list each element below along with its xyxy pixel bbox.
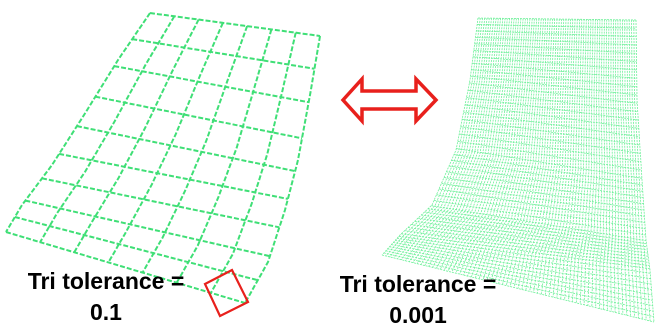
dense-mesh-line-horizontal <box>456 148 642 179</box>
coarse-tolerance-label: Tri tolerance = <box>27 268 185 294</box>
dense-mesh-line-horizontal <box>460 126 641 154</box>
dense-mesh-line-horizontal <box>448 165 644 198</box>
dense-mesh-line-horizontal <box>443 177 645 211</box>
dense-mesh-line-horizontal <box>383 252 654 317</box>
mesh-line-horizontal <box>41 177 280 229</box>
dense-mesh-line-horizontal <box>463 111 640 138</box>
dense-mesh-line-vertical <box>408 18 495 262</box>
dense-mesh-line-vertical <box>498 18 547 284</box>
dense-mesh-line-horizontal <box>457 140 642 171</box>
dense-mesh-line-horizontal <box>438 188 645 223</box>
dense-mesh-line-horizontal <box>417 217 648 254</box>
dense-mesh-line-horizontal <box>477 24 637 29</box>
dense-mesh-line-horizontal <box>393 242 652 290</box>
dense-mesh-line-horizontal <box>411 224 649 260</box>
coarse-mesh-surface <box>5 12 321 304</box>
dense-mesh-line-horizontal <box>446 171 644 205</box>
dense-mesh-line-horizontal <box>424 211 647 248</box>
dense-mesh-line-horizontal <box>395 240 652 285</box>
dense-mesh-line-horizontal <box>467 89 638 113</box>
dense-mesh-line-vertical <box>626 19 639 319</box>
dense-mesh-line-horizontal <box>451 159 643 192</box>
dense-mesh-line-horizontal <box>464 104 639 129</box>
dense-mesh-line-vertical <box>467 18 529 277</box>
dense-mesh-line-vertical <box>587 19 598 306</box>
dense-mesh-line-horizontal <box>469 82 638 104</box>
mesh-line-horizontal <box>132 38 315 70</box>
highlighted-triangle-cell <box>203 268 250 318</box>
dense-mesh-line-vertical <box>619 19 628 316</box>
mesh-line-vertical <box>107 22 224 263</box>
dense-mesh-line-horizontal <box>466 97 639 121</box>
fine-mesh-surface <box>381 17 655 323</box>
mesh-line-horizontal <box>149 12 321 37</box>
mesh-line-vertical <box>5 12 151 233</box>
dense-mesh-line-horizontal <box>459 133 641 163</box>
dense-mesh-line-horizontal <box>421 214 648 251</box>
mesh-line-vertical <box>175 29 273 284</box>
dense-mesh-line-horizontal <box>414 220 649 257</box>
mesh-line-vertical <box>244 35 321 304</box>
dense-mesh-line-horizontal <box>381 254 655 323</box>
dense-mesh-line-horizontal <box>396 237 651 280</box>
dense-mesh-line-horizontal <box>472 62 637 79</box>
mesh-line-horizontal <box>114 65 309 104</box>
dense-mesh-line-horizontal <box>441 182 645 217</box>
dense-mesh-line-horizontal <box>476 30 637 38</box>
dense-mesh-line-vertical <box>517 18 558 289</box>
dense-mesh-line-horizontal <box>431 205 647 241</box>
dense-mesh-line-horizontal <box>427 208 647 245</box>
dense-mesh-line-vertical <box>393 18 486 259</box>
dense-mesh-line-vertical <box>404 18 492 261</box>
dense-mesh-line-horizontal <box>472 56 637 71</box>
dense-mesh-line-horizontal <box>473 49 637 63</box>
mesh-line-horizontal <box>95 95 303 140</box>
mesh-line-vertical <box>39 15 176 243</box>
dense-mesh-line-vertical <box>606 19 611 311</box>
dense-mesh-line-horizontal <box>477 17 637 21</box>
dense-mesh-line-vertical <box>412 18 497 263</box>
mesh-line-horizontal <box>5 231 246 304</box>
mesh-line-vertical <box>73 19 200 253</box>
dense-mesh-line-horizontal <box>387 248 653 307</box>
mesh-line-vertical <box>141 25 249 274</box>
dense-mesh-line-vertical <box>381 17 479 256</box>
dense-mesh-line-horizontal <box>470 75 637 96</box>
dense-mesh-line-horizontal <box>436 194 646 230</box>
dense-mesh-line-horizontal <box>398 235 651 274</box>
dense-mesh-line-vertical <box>463 18 526 276</box>
mesh-line-horizontal <box>76 125 296 173</box>
fine-tolerance-label: Tri tolerance = <box>339 271 497 297</box>
dense-mesh-line-vertical <box>385 17 481 257</box>
fine-tolerance-value: 0.001 <box>389 302 447 328</box>
mesh-line-horizontal <box>58 152 289 200</box>
mesh-line-vertical <box>210 32 297 294</box>
double-headed-arrow-icon <box>340 74 439 126</box>
dense-mesh-line-horizontal <box>433 200 646 236</box>
dense-mesh-line-horizontal <box>407 227 650 263</box>
dense-mesh-line-horizontal <box>404 230 650 266</box>
dense-mesh-line-vertical <box>533 19 567 293</box>
dense-mesh-line-vertical <box>494 18 544 283</box>
dense-mesh-line-horizontal <box>474 43 637 54</box>
dense-mesh-line-vertical <box>622 19 632 317</box>
dense-mesh-line-horizontal <box>391 244 652 296</box>
dense-mesh-line-horizontal <box>471 69 637 88</box>
dense-mesh-line-horizontal <box>385 250 654 312</box>
dense-mesh-line-horizontal <box>389 246 653 301</box>
dense-mesh-line-horizontal <box>453 154 643 186</box>
coarse-tolerance-value: 0.1 <box>90 299 122 325</box>
